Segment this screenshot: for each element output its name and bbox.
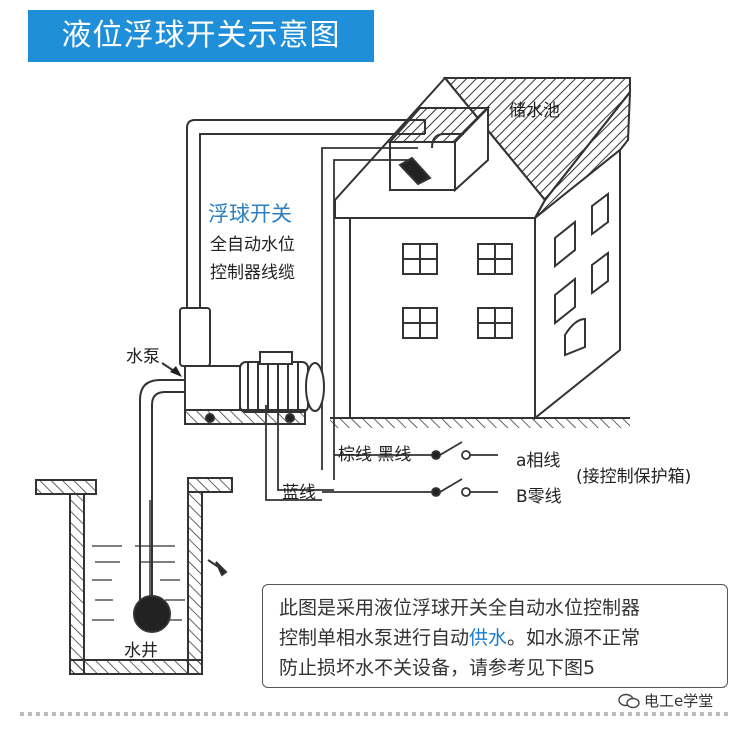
- note-line-1: 此图是采用液位浮球开关全自动水位控制器: [279, 597, 641, 619]
- building: [334, 76, 632, 421]
- well-label: 水井: [124, 641, 158, 661]
- bottom-divider: [20, 712, 732, 716]
- blue-wire-label: 蓝线: [282, 483, 316, 503]
- watermark: 电工e学堂: [618, 690, 713, 711]
- note-line-3: 防止损坏水不关设备，请参考见下图5: [279, 657, 596, 679]
- note-line-2-suffix: 。如水源不正常: [507, 627, 641, 649]
- reservoir-label: 储水池: [509, 101, 560, 121]
- pump-body: [179, 307, 211, 367]
- note-line-2: 控制单相水泵进行自动供水。如水源不正常: [279, 623, 717, 653]
- float-cable: [321, 147, 418, 480]
- watermark-text: 电工e学堂: [644, 692, 714, 710]
- motor-endcap: [305, 362, 325, 412]
- note-box: 此图是采用液位浮球开关全自动水位控制器 控制单相水泵进行自动供水。如水源不正常 …: [262, 584, 728, 688]
- controller-label-line1: 全自动水位: [210, 235, 295, 255]
- controller-label-line2: 控制器线缆: [210, 263, 295, 283]
- pump-base: [184, 365, 241, 411]
- wechat-icon: [618, 693, 640, 708]
- float-switch-label: 浮球开关: [208, 202, 292, 226]
- phase-a-label: a相线: [516, 451, 561, 471]
- building-windows: [402, 192, 609, 357]
- well-float: [133, 595, 171, 633]
- pump-mount: [184, 409, 306, 425]
- pump-label: 水泵: [126, 347, 160, 367]
- well: [35, 477, 233, 675]
- note-highlight: 供水: [469, 627, 508, 649]
- wiring: [265, 405, 498, 501]
- building-ground: [330, 418, 630, 428]
- neutral-b-label: B零线: [516, 487, 562, 507]
- water-pipe: [139, 119, 426, 620]
- control-box-label: (接控制保护箱): [576, 467, 692, 487]
- note-line-2-prefix: 控制单相水泵进行自动: [279, 627, 470, 649]
- brown-black-wire-label: 棕线 黑线: [338, 445, 412, 465]
- diagram-title: 液位浮球开关示意图: [28, 10, 374, 62]
- pump-assembly: [179, 307, 325, 425]
